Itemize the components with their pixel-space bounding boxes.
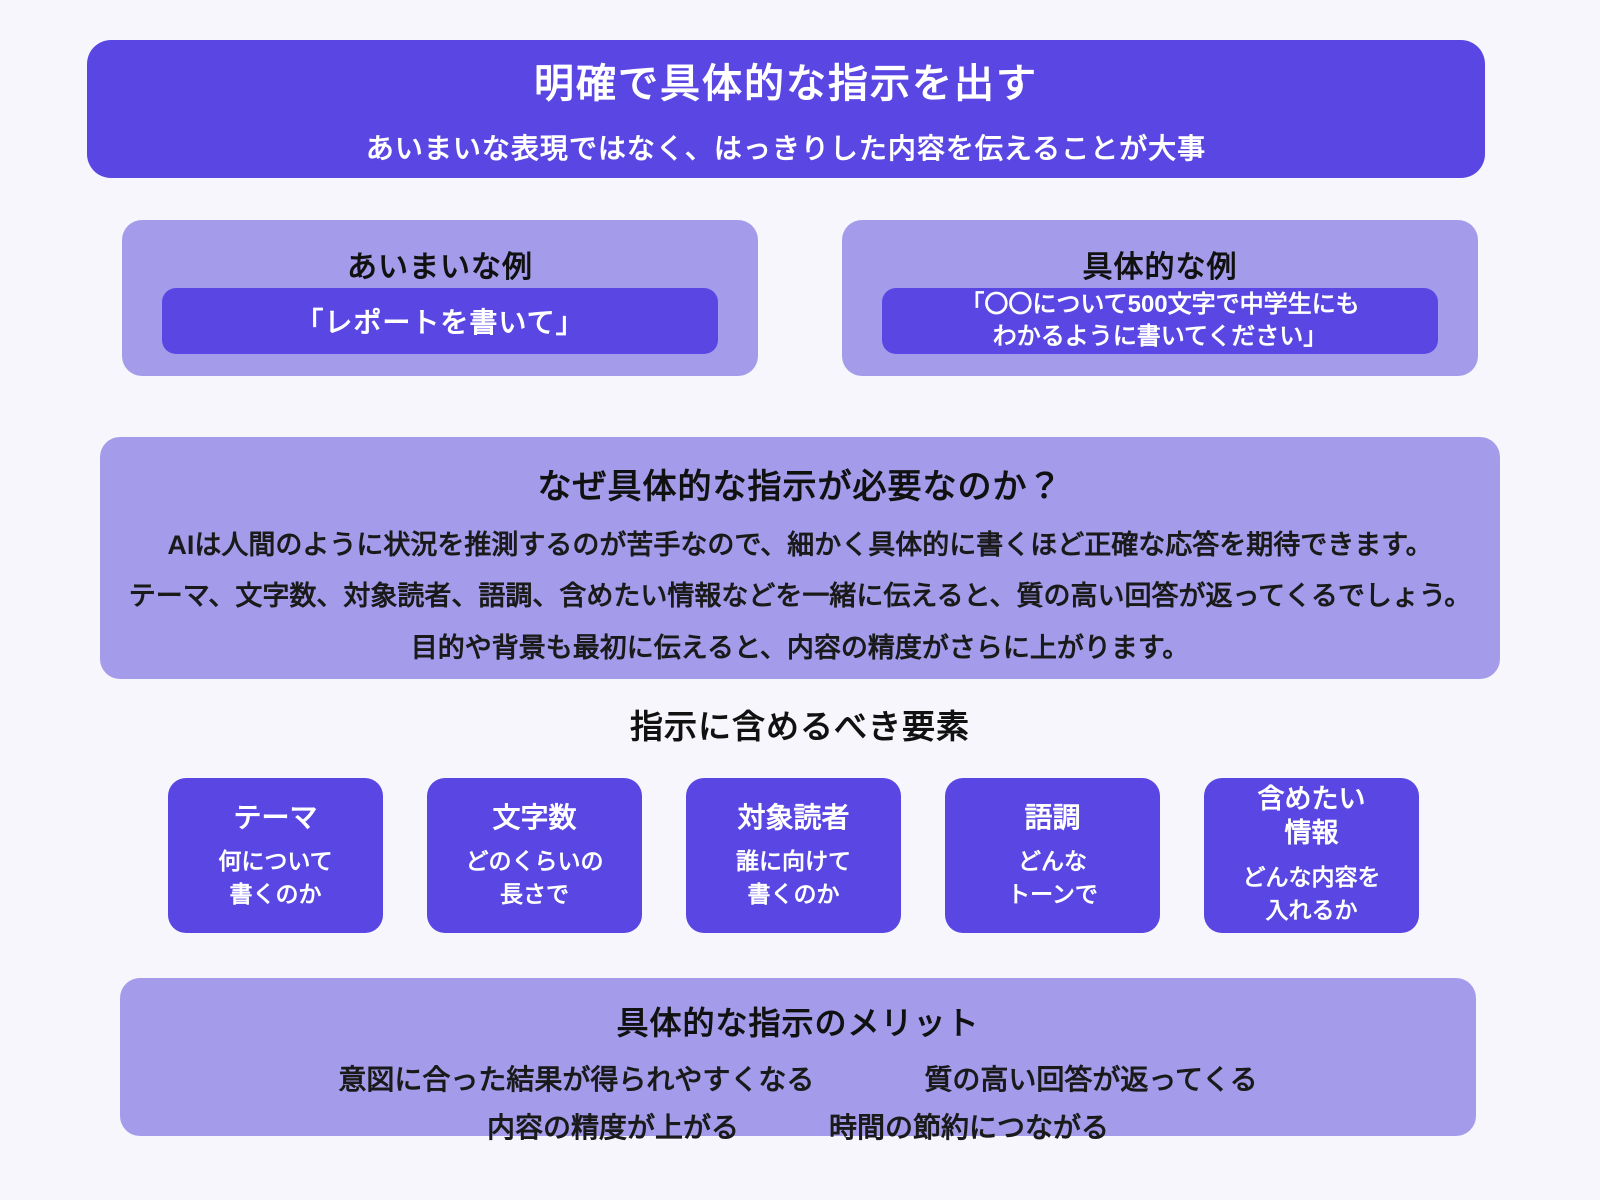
element-card-audience: 対象読者 誰に向けて 書くのか bbox=[686, 778, 901, 933]
vague-example-quote: 「レポートを書いて」 bbox=[162, 288, 718, 354]
why-heading: なぜ具体的な指示が必要なのか？ bbox=[537, 468, 1063, 506]
element-card-desc: どんな内容を 入れるか bbox=[1242, 863, 1381, 924]
element-card-title: 文字数 bbox=[492, 801, 577, 833]
elements-heading: 指示に含めるべき要素 bbox=[630, 708, 970, 745]
specific-example-heading: 具体的な例 bbox=[1082, 251, 1238, 284]
why-line-1: AIは人間のように状況を推測するのが苦手なので、細かく具体的に書くほど正確な応答… bbox=[167, 530, 1433, 560]
why-line-3: 目的や背景も最初に伝えると、内容の精度がさらに上がります。 bbox=[410, 632, 1190, 663]
page-title: 明確で具体的な指示を出す bbox=[534, 62, 1038, 106]
merits-row-1: 意図に合った結果が得られやすくなる 質の高い回答が返ってくる bbox=[338, 1058, 1257, 1098]
element-card-theme: テーマ 何について 書くのか bbox=[168, 778, 383, 933]
element-card-content: 含めたい 情報 どんな内容を 入れるか bbox=[1204, 778, 1419, 933]
elements-cards-row: テーマ 何について 書くのか 文字数 どのくらいの 長さで 対象読者 誰に向けて… bbox=[168, 778, 1420, 933]
specific-example-quote: 「〇〇について500文字で中学生にも わかるように書いてください」 bbox=[882, 288, 1438, 354]
element-card-desc: 何について 書くのか bbox=[218, 847, 333, 907]
page-subtitle: あいまいな表現ではなく、はっきりした内容を伝えることが大事 bbox=[365, 133, 1207, 164]
header-banner: 明確で具体的な指示を出す あいまいな表現ではなく、はっきりした内容を伝えることが… bbox=[87, 40, 1485, 178]
vague-example-heading: あいまいな例 bbox=[347, 251, 533, 284]
merit-item-time: 時間の節約につながる bbox=[829, 1112, 1110, 1143]
merits-section: 具体的な指示のメリット 意図に合った結果が得られやすくなる 質の高い回答が返って… bbox=[120, 978, 1476, 1143]
element-card-desc: 誰に向けて 書くのか bbox=[736, 847, 851, 907]
element-card-title: 対象読者 bbox=[737, 801, 850, 833]
why-line-2: テーマ、文字数、対象読者、語調、含めたい情報などを一緒に伝えると、質の高い回答が… bbox=[128, 581, 1472, 612]
merit-item-accuracy: 内容の精度が上がる bbox=[486, 1112, 739, 1143]
specific-example-card: 具体的な例 「〇〇について500文字で中学生にも わかるように書いてください」 bbox=[842, 220, 1478, 376]
merit-item-intent: 意図に合った結果が得られやすくなる bbox=[338, 1064, 815, 1095]
element-card-length: 文字数 どのくらいの 長さで bbox=[427, 778, 642, 933]
element-card-title: 語調 bbox=[1024, 801, 1081, 833]
element-card-desc: どんな トーンで bbox=[1007, 847, 1098, 907]
element-card-title: テーマ bbox=[233, 801, 318, 833]
merits-row-2: 内容の精度が上がる 時間の節約につながる bbox=[487, 1106, 1109, 1146]
element-card-desc: どのくらいの 長さで bbox=[465, 847, 604, 907]
merit-item-quality: 質の高い回答が返ってくる bbox=[924, 1064, 1258, 1095]
why-section: なぜ具体的な指示が必要なのか？ AIは人間のように状況を推測するのが苦手なので、… bbox=[100, 437, 1500, 679]
vague-example-card: あいまいな例 「レポートを書いて」 bbox=[122, 220, 758, 376]
element-card-title: 含めたい 情報 bbox=[1257, 784, 1366, 849]
merits-heading: 具体的な指示のメリット bbox=[616, 1005, 980, 1041]
element-card-tone: 語調 どんな トーンで bbox=[945, 778, 1160, 933]
